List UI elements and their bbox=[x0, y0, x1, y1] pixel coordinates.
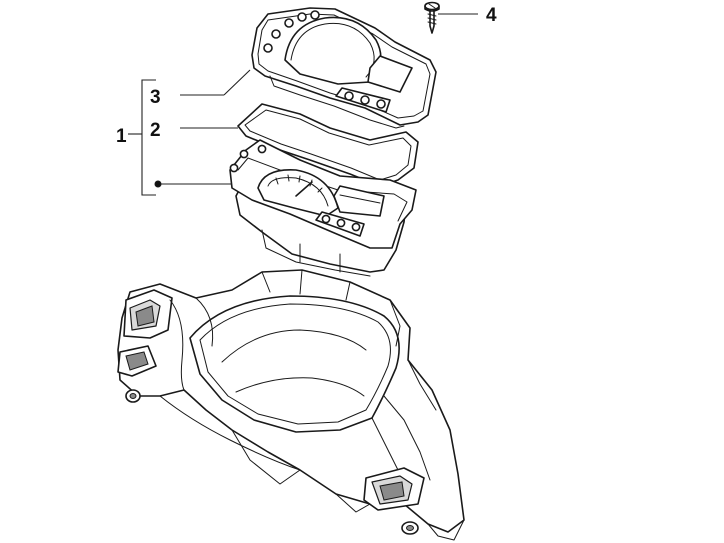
callout-label-screw: 4 bbox=[486, 5, 497, 26]
callout-label-gasket: 2 bbox=[150, 120, 161, 141]
instrument-cover-part bbox=[251, 7, 437, 129]
screw-part bbox=[424, 1, 440, 34]
handlebar-cover-part bbox=[117, 269, 465, 541]
gasket-part bbox=[237, 103, 419, 187]
callout-label-assembly: 1 bbox=[116, 126, 127, 147]
assembly-bracket bbox=[141, 79, 156, 196]
cover-leader-diagonal bbox=[223, 69, 251, 96]
callout-label-cover: 3 bbox=[150, 87, 161, 108]
instrument-housing-part bbox=[229, 139, 417, 277]
housing-leader-dot bbox=[154, 180, 162, 188]
